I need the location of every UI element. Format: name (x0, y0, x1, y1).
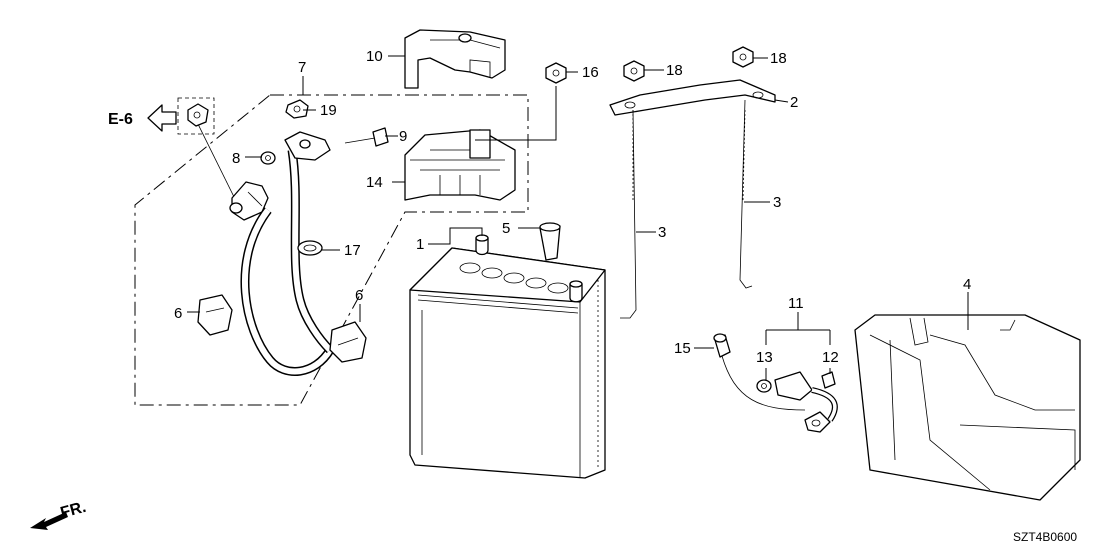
vent-plug-part (539, 222, 561, 261)
callout-15: 15 (674, 340, 691, 357)
front-arrow-icon (30, 512, 68, 530)
callout-4: 4 (963, 276, 971, 293)
callout-1: 1 (416, 236, 424, 253)
cable-kit-boundary (134, 94, 529, 406)
ground-cable-part (721, 355, 838, 433)
front-label: FR. (59, 499, 88, 522)
callout-18-left: 18 (666, 62, 683, 79)
clamp-part (297, 240, 323, 256)
callout-7: 7 (298, 59, 306, 76)
callout-3-left: 3 (658, 224, 666, 241)
callout-16: 16 (582, 64, 599, 81)
callout-13: 13 (756, 349, 773, 366)
nut-16 (545, 62, 567, 84)
callout-3-right: 3 (773, 194, 781, 211)
diagram-code: SZT4B0600 (1013, 530, 1077, 544)
fuse-box-part (404, 129, 516, 201)
callout-11: 11 (788, 295, 804, 312)
e6-arrow-icon (147, 104, 177, 132)
nut-18-right (732, 46, 754, 68)
callout-5: 5 (502, 220, 510, 237)
callout-2: 2 (790, 94, 798, 111)
bolt-15 (713, 333, 731, 358)
hold-down-rod-left (620, 109, 637, 319)
nut-8 (260, 151, 276, 165)
leader-lines (187, 55, 969, 380)
hold-down-bracket (609, 79, 776, 116)
callout-18-right: 18 (770, 50, 787, 67)
nut-18-left (623, 60, 645, 82)
callout-6-right: 6 (355, 287, 363, 304)
battery-cells (459, 262, 569, 294)
bolt-12 (821, 371, 836, 389)
nut-in-ref-box (187, 103, 209, 127)
battery-part (409, 234, 606, 479)
terminal-cover-part (404, 29, 506, 89)
callout-9: 9 (399, 128, 407, 145)
callout-19: 19 (320, 102, 337, 119)
battery-cable-part (194, 117, 334, 376)
hold-down-rod-right (739, 99, 753, 289)
nut-19 (285, 99, 309, 119)
battery-tray-part (854, 314, 1081, 501)
clip-part-right (329, 321, 367, 363)
callout-10: 10 (366, 48, 383, 65)
callout-17: 17 (344, 242, 361, 259)
ref-dashed-box (177, 97, 215, 135)
clip-part-left (197, 294, 233, 336)
ref-label-e6: E-6 (108, 111, 133, 128)
callout-6-left: 6 (174, 305, 182, 322)
callout-labels: 7 10 19 9 8 14 1 5 17 6 6 16 18 18 2 3 3… (174, 48, 971, 366)
callout-14: 14 (366, 174, 383, 191)
bolt-9 (344, 127, 389, 147)
callout-8: 8 (232, 150, 240, 167)
callout-12: 12 (822, 349, 839, 366)
nut-13 (756, 379, 772, 393)
